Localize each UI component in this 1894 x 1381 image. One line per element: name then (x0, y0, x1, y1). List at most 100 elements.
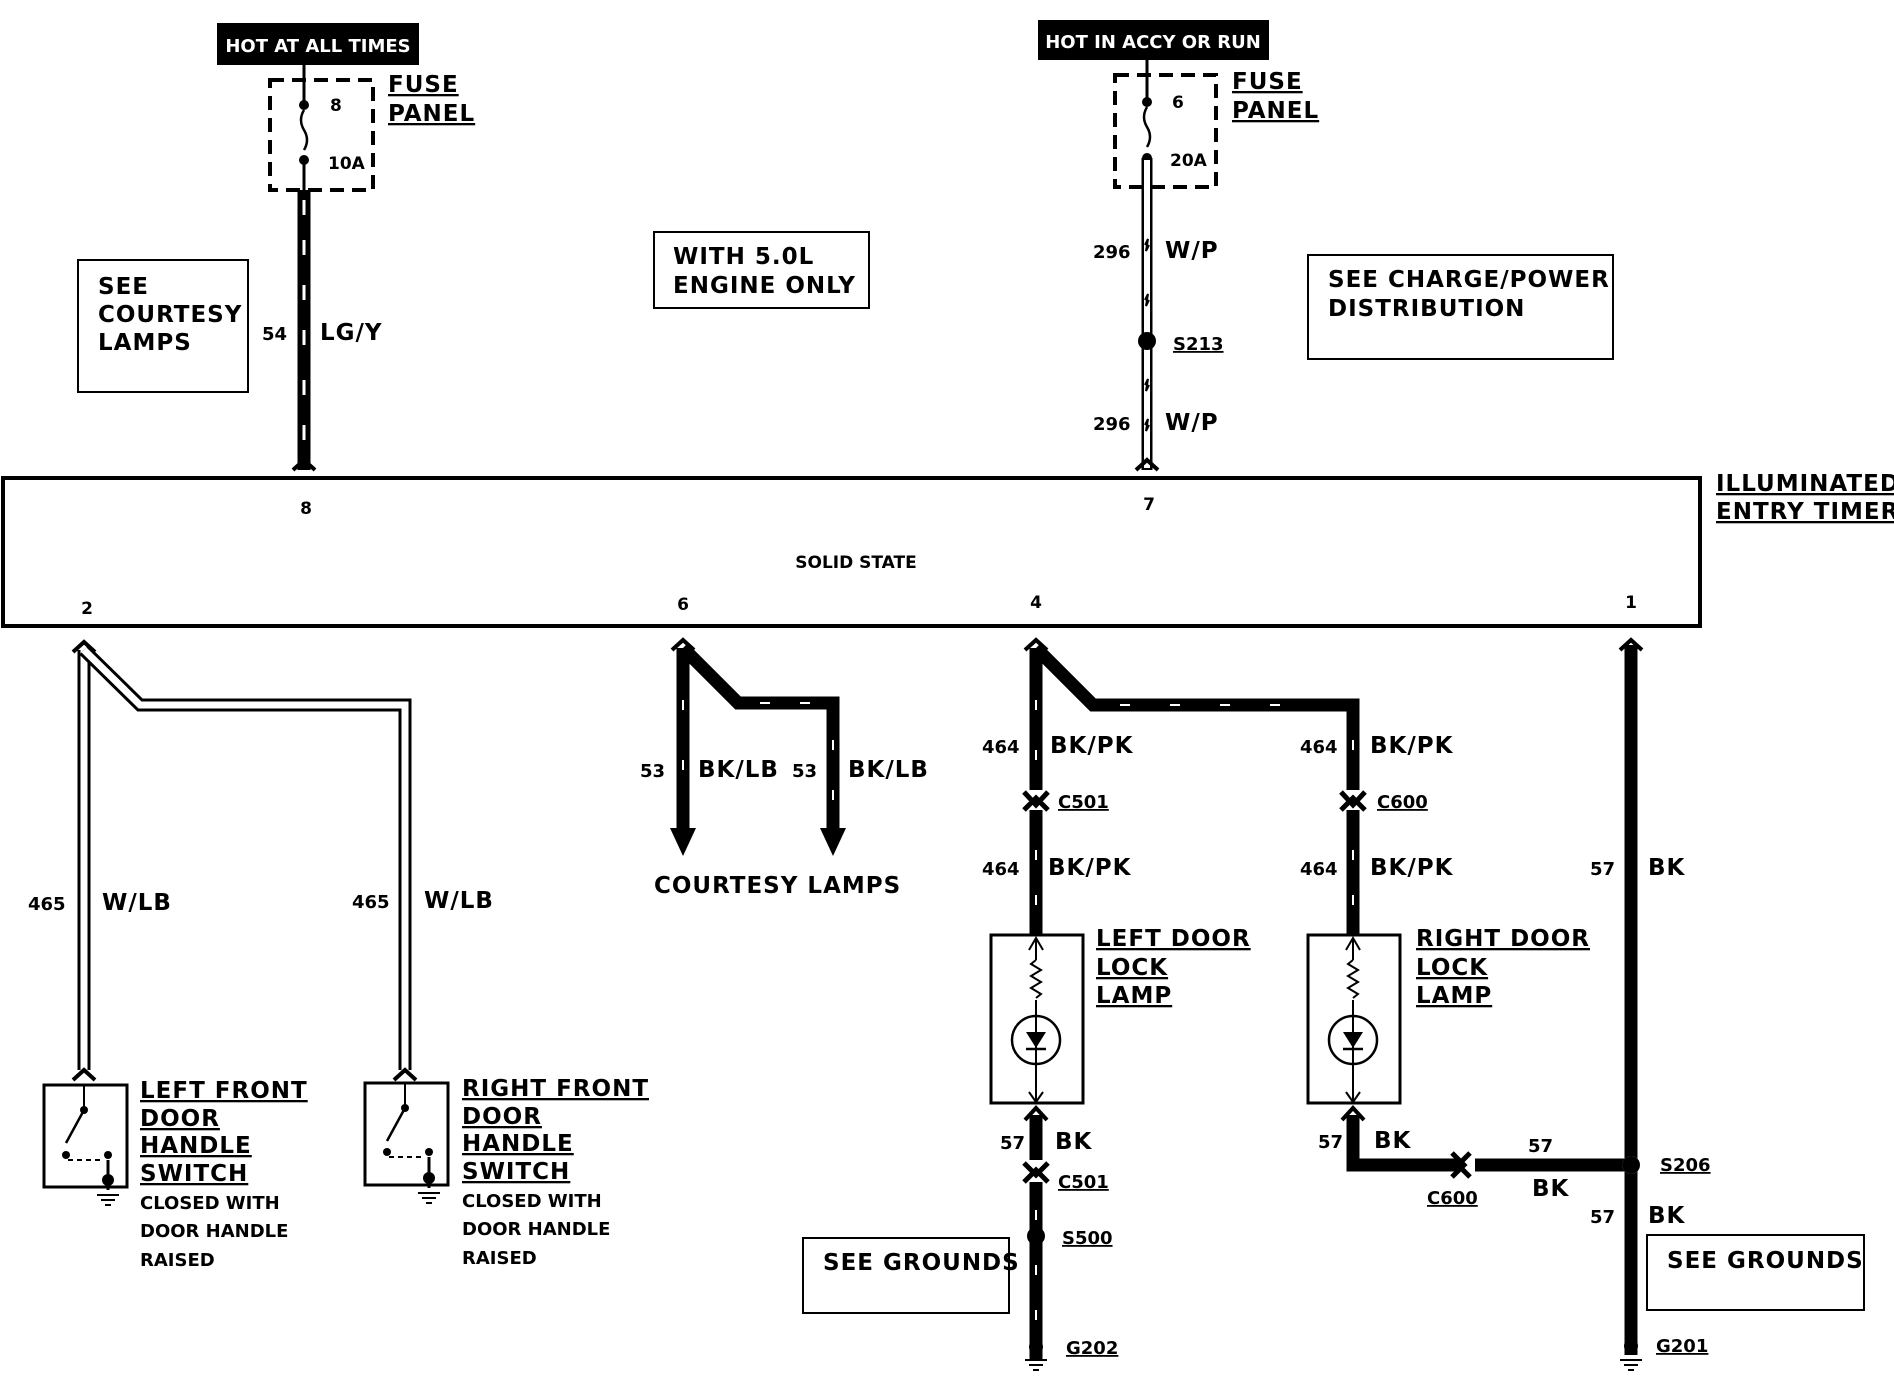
left-switch-line2: DOOR (140, 1106, 220, 1132)
splice-s500-label: S500 (1062, 1228, 1113, 1249)
right-switch-line3: HANDLE (462, 1131, 574, 1157)
grounds-left-text: SEE GROUNDS (823, 1250, 1020, 1276)
wire-57e-color: BK (1648, 1203, 1686, 1229)
wire-57b-color: BK (1374, 1128, 1412, 1154)
charge-note-line1: SEE CHARGE/POWER (1328, 267, 1610, 293)
left-switch-note1: CLOSED WITH (140, 1193, 280, 1214)
see-courtesy-lamps-note: SEE COURTESY LAMPS (77, 259, 249, 393)
left-lamp-line1: LEFT DOOR (1096, 926, 1251, 952)
right-switch-note2: DOOR HANDLE (462, 1219, 610, 1240)
right-switch-line2: DOOR (462, 1104, 542, 1130)
wire-54 (291, 190, 317, 472)
left-switch-line4: SWITCH (140, 1161, 248, 1187)
wire-296 (1134, 158, 1160, 472)
splice-s206-label: S206 (1660, 1155, 1711, 1176)
wire-53 (670, 637, 846, 856)
charge-power-note: SEE CHARGE/POWER DISTRIBUTION (1307, 254, 1614, 360)
fuse-panel-left-line2: PANEL (388, 101, 475, 127)
wire-57a-number: 57 (1000, 1133, 1025, 1154)
right-switch-line4: SWITCH (462, 1159, 570, 1185)
hot-at-all-times-tag: HOT AT ALL TIMES (217, 23, 419, 65)
left-lamp-line2: LOCK (1096, 955, 1168, 981)
wire-464a-color: BK/PK (1050, 733, 1134, 759)
left-front-door-handle-switch (42, 1083, 129, 1206)
fuse-6: 6 20A (1113, 60, 1218, 189)
wire-296b-number: 296 (1093, 414, 1131, 435)
wire-53a-number: 53 (640, 761, 665, 782)
wire-464b-number: 464 (1300, 737, 1338, 758)
ground-g201-label: G201 (1656, 1336, 1708, 1357)
wire-53a-color: BK/LB (698, 757, 779, 783)
splice-s500-dot (1027, 1227, 1045, 1245)
wire-464c-color: BK/PK (1048, 855, 1132, 881)
engine-note-line1: WITH 5.0L (673, 244, 814, 270)
wire-464c-number: 464 (982, 859, 1020, 880)
splice-s213-dot (1138, 332, 1156, 350)
wire-465a-color: W/LB (102, 890, 172, 916)
wire-53b-color: BK/LB (848, 757, 929, 783)
connector-c600-upper: C600 (1377, 792, 1428, 813)
left-door-lock-lamp (989, 933, 1085, 1105)
wire-465b-color: W/LB (424, 888, 494, 914)
pin-7: 7 (1143, 495, 1155, 515)
wire-54-color: LG/Y (320, 320, 383, 346)
right-lamp-line3: LAMP (1416, 983, 1492, 1009)
wire-57 (1022, 637, 1644, 1371)
splice-s213-label: S213 (1173, 334, 1224, 355)
left-lamp-line3: LAMP (1096, 983, 1172, 1009)
connector-c501-lower: C501 (1058, 1172, 1109, 1193)
wire-57c-color: BK (1532, 1176, 1570, 1202)
wire-465a-number: 465 (28, 894, 66, 915)
pin-1: 1 (1625, 593, 1637, 613)
wire-53b-number: 53 (792, 761, 817, 782)
fuse-8-rating: 10A (328, 154, 366, 174)
fuse-6-number: 6 (1172, 93, 1184, 113)
wire-57c-number: 57 (1528, 1136, 1553, 1157)
left-switch-line1: LEFT FRONT (140, 1078, 308, 1104)
see-grounds-right-note: SEE GROUNDS (1646, 1234, 1865, 1311)
hot-at-all-times-label: HOT AT ALL TIMES (225, 36, 410, 57)
wire-57e-number: 57 (1590, 1207, 1615, 1228)
hot-in-accy-tag: HOT IN ACCY OR RUN (1038, 20, 1269, 60)
wire-296a-number: 296 (1093, 242, 1131, 263)
timer-title-line2: ENTRY TIMER (1716, 499, 1894, 525)
right-front-door-handle-switch (363, 1081, 450, 1204)
wire-296b-color: W/P (1165, 410, 1219, 436)
fuse-panel-left-line1: FUSE (388, 72, 459, 98)
left-switch-note2: DOOR HANDLE (140, 1221, 288, 1242)
wire-465b-number: 465 (352, 892, 390, 913)
fuse-8: 8 10A (268, 65, 375, 195)
pin-4: 4 (1030, 593, 1042, 613)
wire-464d-number: 464 (1300, 859, 1338, 880)
wire-464b-color: BK/PK (1370, 733, 1454, 759)
wire-465 (71, 639, 418, 1082)
wire-54-number: 54 (262, 324, 287, 345)
timer-subtitle: SOLID STATE (795, 553, 916, 573)
illuminated-entry-timer: 8 7 SOLID STATE 2 6 4 1 (1, 476, 1702, 628)
courtesy-note-line3: LAMPS (98, 330, 192, 356)
wire-57a-color: BK (1055, 1129, 1093, 1155)
timer-title-line1: ILLUMINATED (1716, 471, 1894, 497)
right-lamp-line2: LOCK (1416, 955, 1488, 981)
see-grounds-left-note: SEE GROUNDS (802, 1237, 1020, 1314)
wire-57d-color: BK (1648, 855, 1686, 881)
engine-note-line2: ENGINE ONLY (673, 273, 856, 299)
charge-note-line2: DISTRIBUTION (1328, 296, 1525, 322)
wire-464d-color: BK/PK (1370, 855, 1454, 881)
pin-6: 6 (677, 595, 689, 615)
hot-in-accy-label: HOT IN ACCY OR RUN (1045, 32, 1261, 53)
connector-c600-lower: C600 (1427, 1188, 1478, 1209)
left-switch-line3: HANDLE (140, 1133, 252, 1159)
right-switch-line1: RIGHT FRONT (462, 1076, 649, 1102)
right-lamp-line1: RIGHT DOOR (1416, 926, 1590, 952)
courtesy-lamps-label: COURTESY LAMPS (654, 873, 901, 899)
wire-296a-color: W/P (1165, 238, 1219, 264)
pin-2: 2 (81, 599, 93, 619)
connector-c501-upper: C501 (1058, 792, 1109, 813)
left-switch-note3: RAISED (140, 1250, 215, 1271)
fuse-panel-right-line2: PANEL (1232, 98, 1319, 124)
fuse-6-rating: 20A (1170, 151, 1208, 171)
wire-57d-number: 57 (1590, 859, 1615, 880)
